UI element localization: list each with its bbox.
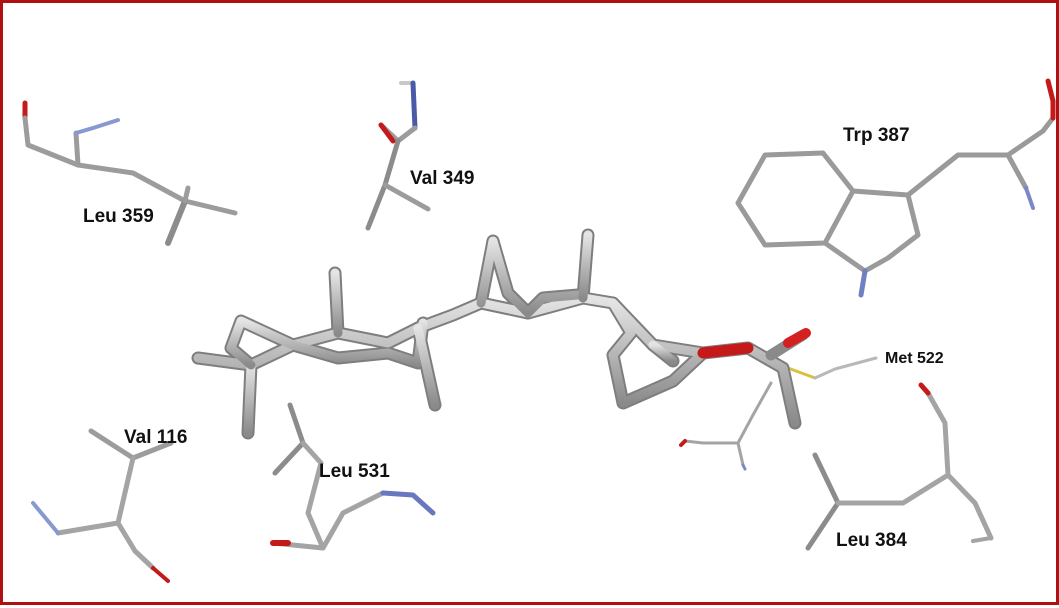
- residue-label-met522: Met 522: [885, 350, 944, 367]
- residue-val349: [365, 80, 431, 231]
- residue-leu384: [805, 382, 994, 551]
- residue-label-leu359: Leu 359: [83, 206, 154, 227]
- binding-site-diagram: Leu 359 Val 349 Trp 387 Val 116 Leu 5: [22, 78, 1056, 583]
- residue-trp387: [735, 78, 1056, 298]
- residue-label-val349: Val 349: [410, 168, 474, 189]
- residue-leu531: [270, 402, 436, 551]
- residue-met522: [679, 356, 878, 471]
- residue-label-trp387: Trp 387: [843, 125, 910, 146]
- residue-label-leu384: Leu 384: [836, 530, 907, 551]
- residue-val116: [31, 428, 174, 583]
- residue-leu359: [22, 100, 238, 246]
- residue-label-val116: Val 116: [124, 427, 187, 448]
- ligand-molecule: [191, 228, 811, 440]
- residue-label-leu531: Leu 531: [319, 461, 390, 482]
